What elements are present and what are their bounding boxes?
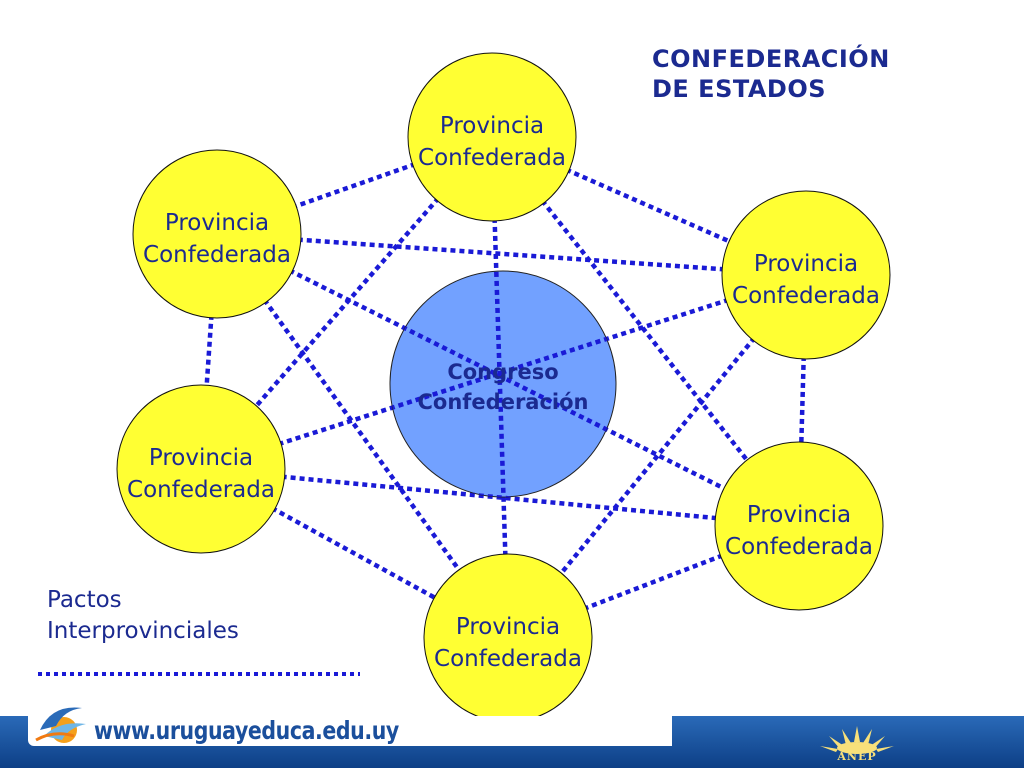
province-circle [407, 52, 577, 222]
title-line-1: CONFEDERACIÓN [652, 45, 890, 73]
title-line-2: DE ESTADOS [652, 75, 827, 103]
province-nodes: ProvinciaConfederadaProvinciaConfederada… [116, 52, 891, 723]
province-circle [116, 384, 286, 554]
province-circle [714, 441, 884, 611]
anep-sun-icon [820, 726, 894, 754]
province-circle [132, 149, 302, 319]
province-circle [721, 190, 891, 360]
province-label-line-1: Provincia [456, 614, 560, 640]
province-label-line-1: Provincia [754, 251, 858, 277]
province-label-line-2: Confederada [127, 477, 275, 503]
province-label-line-2: Confederada [434, 646, 582, 672]
province-label-line-1: Provincia [165, 210, 269, 236]
diagram-title: CONFEDERACIÓN DE ESTADOS [652, 44, 890, 104]
province-label-line-1: Provincia [440, 113, 544, 139]
pact-line-bottom-lower-right [507, 523, 800, 641]
footer-url-panel [28, 716, 672, 746]
province-label-line-2: Confederada [143, 242, 291, 268]
footer-url[interactable]: www.uruguayeduca.edu.uy [94, 716, 399, 745]
province-label-line-2: Confederada [725, 534, 873, 560]
province-label-line-2: Confederada [418, 145, 566, 171]
pact-line-over-center [390, 271, 616, 497]
congress-label-line-2: Confederación [418, 390, 589, 414]
legend-line-2: Interprovinciales [47, 618, 239, 644]
sun-logo-icon [35, 707, 86, 743]
legend-label: Pactos Interprovinciales [47, 585, 239, 647]
province-label-line-1: Provincia [149, 445, 253, 471]
legend-line-1: Pactos [47, 587, 122, 613]
province-label-line-2: Confederada [732, 283, 880, 309]
province-label-line-1: Provincia [747, 502, 851, 528]
pact-line-lower-left-lower-right [200, 466, 800, 529]
pact-line-upper-left-upper-right [216, 231, 807, 278]
anep-label: ANEP [837, 750, 877, 763]
pact-line-over-center [390, 272, 616, 472]
pact-line-over-center [390, 271, 616, 278]
congress-label-line-1: Congreso [447, 360, 558, 384]
